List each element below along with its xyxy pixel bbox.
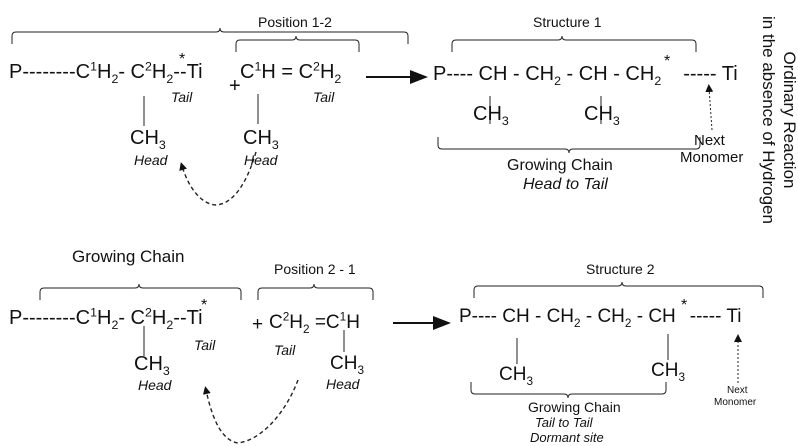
reactant-head-label-2: Head [138, 377, 172, 393]
next-monomer-label-1a: Next [694, 132, 725, 149]
position-label-1: Position 1-2 [258, 14, 332, 30]
next-monomer-label-1b: Monomer [680, 149, 744, 166]
next-monomer-label-2a: Next [727, 385, 748, 396]
product-chain-1: P---- CH - CH2 - CH - CH2----- Ti [433, 63, 738, 88]
brace-monomer-2 [257, 283, 374, 300]
reactant-head-label-1: Head [134, 152, 168, 168]
side-label-line2: in the absence of Hydrogen [759, 16, 778, 224]
monomer-tail-label-1: Tail [313, 89, 335, 105]
brace-chain-1 [437, 137, 701, 154]
insertion-arrow-2 [202, 379, 299, 444]
reactant-tail-label-2: Tail [194, 337, 216, 353]
next-monomer-arrow-1 [705, 84, 714, 131]
product-methyl-2b: CH3 [651, 360, 685, 384]
reactant-methyl-1: CH3 [130, 127, 166, 152]
monomer-formula-2: C2H2 =C1H [269, 310, 360, 336]
active-site-star-2: * [201, 297, 208, 314]
reactant-chain-1: P--------C1H2- C2H2--Ti [9, 59, 203, 86]
dormant-site-label: Dormant site [530, 430, 604, 445]
brace-reactant-2 [39, 283, 242, 300]
insertion-arrow-1 [179, 151, 257, 206]
brace-chain-2 [470, 382, 667, 399]
growing-chain-label-2: Growing Chain [528, 399, 621, 415]
reaction-arrow-2 [393, 316, 451, 330]
brace-monomer-1 [235, 35, 360, 52]
product-methyl-2a: CH3 [499, 364, 533, 388]
product-star-2: * [681, 297, 688, 314]
product-methyl-1b: CH3 [584, 103, 620, 128]
reaction-arrow-1 [366, 70, 428, 84]
growing-chain-heading-2: Growing Chain [72, 247, 185, 266]
product-methyl-1a: CH3 [473, 103, 509, 128]
product-chain-2: P---- CH - CH2 - CH2 - CH----- Ti [459, 306, 742, 330]
monomer-tail-label-2: Tail [274, 342, 296, 358]
monomer-head-label-2: Head [326, 376, 360, 392]
brace-structure-1 [451, 35, 697, 52]
brace-structure-2 [473, 281, 764, 298]
monomer-head-label-1: Head [244, 152, 278, 168]
product-star-1: * [664, 53, 671, 70]
reactant-tail-label-1: Tail [171, 89, 193, 105]
head-to-tail-label: Head to Tail [523, 176, 608, 193]
next-monomer-label-2b: Monomer [714, 397, 757, 408]
structure-label-1: Structure 1 [533, 14, 602, 30]
tail-to-tail-label: Tail to Tail [535, 415, 593, 430]
plus-sign-1: + [229, 75, 241, 97]
plus-sign-2: + [252, 314, 264, 335]
reactant-chain-2: P--------C1H2- C2H2--Ti [9, 305, 203, 332]
growing-chain-label-1: Growing Chain [507, 157, 613, 174]
ordinary-reaction-side-label: Ordinary Reaction in the absence of Hydr… [758, 0, 798, 240]
active-site-star-1: * [179, 51, 186, 68]
position-label-2: Position 2 - 1 [274, 261, 356, 277]
monomer-formula-1: C1H = C2H2 [240, 59, 342, 86]
reactant-methyl-2: CH3 [134, 353, 170, 378]
structure-label-2: Structure 2 [586, 261, 655, 277]
monomer-methyl-1: CH3 [243, 127, 279, 152]
side-label-line1: Ordinary Reaction [780, 51, 798, 189]
brace-reactant-1 [11, 27, 409, 44]
monomer-methyl-2: CH3 [330, 353, 364, 377]
